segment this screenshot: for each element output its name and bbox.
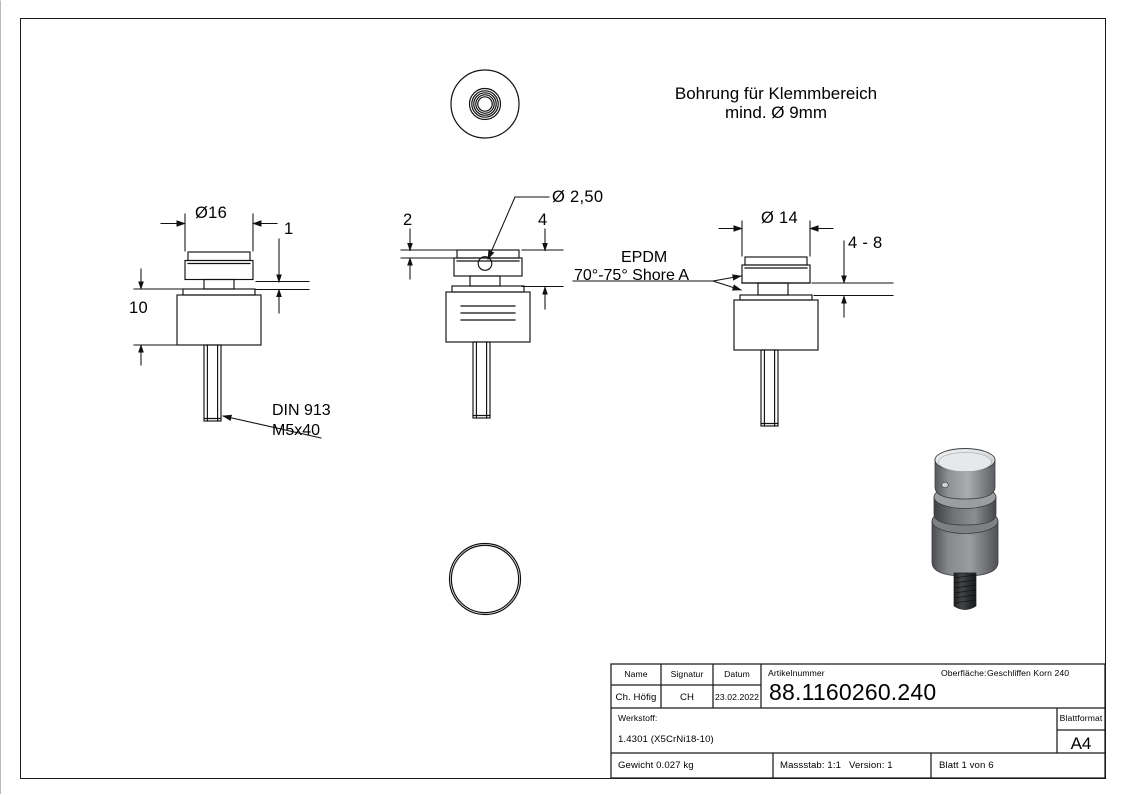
- note-epdm-line1: EPDM: [621, 249, 668, 266]
- tb-value-gewicht: Gewicht 0.027 kg: [618, 760, 694, 771]
- dim-label-4: 4: [538, 211, 548, 229]
- dim-label-diameter-14: Ø 14: [761, 209, 798, 227]
- tb-value-version: Version: 1: [849, 760, 893, 771]
- tb-value-name: Ch. Höfig: [615, 692, 657, 703]
- tb-value-blatt: Blatt 1 von 6: [939, 760, 994, 771]
- dim-label-2: 2: [403, 211, 413, 229]
- tb-value-artikelnummer: 88.1160260.240: [769, 679, 937, 705]
- tb-header-name: Name: [624, 669, 648, 679]
- dim-label-height-10: 10: [129, 299, 148, 317]
- note-bohrung-line2: mind. Ø 9mm: [724, 103, 828, 122]
- dim-label-gap-1: 1: [284, 220, 294, 238]
- dim-label-diameter-16: Ø16: [195, 204, 228, 222]
- tb-header-artikelnummer: Artikelnummer: [768, 668, 825, 678]
- tb-value-datum: 23.02.2022: [714, 692, 759, 702]
- tb-value-blattformat: A4: [1070, 734, 1092, 753]
- drawing-frame: [20, 18, 1106, 779]
- tb-header-blattformat: Blattformat: [1059, 713, 1103, 723]
- note-epdm-line2: 70°-75° Shore A: [574, 267, 690, 284]
- tb-header-werkstoff: Werkstoff:: [618, 713, 658, 723]
- dim-label-hole-250: Ø 2,50: [552, 188, 604, 206]
- tb-value-massstab: Massstab: 1:1: [780, 760, 842, 771]
- tb-header-signatur: Signatur: [670, 669, 704, 679]
- note-bohrung-line1: Bohrung für Klemmbereich: [674, 84, 878, 103]
- note-din913-line1: DIN 913: [272, 402, 331, 419]
- tb-header-datum: Datum: [724, 669, 750, 679]
- tb-header-oberflaeche: Oberfläche:: [941, 668, 987, 678]
- dim-label-range-4-8: 4 - 8: [848, 234, 883, 252]
- note-din913-line2: M5x40: [272, 422, 321, 439]
- tb-value-werkstoff: 1.4301 (X5CrNi18-10): [618, 734, 714, 745]
- tb-value-oberflaeche: Geschliffen Korn 240: [987, 668, 1070, 678]
- tb-value-signatur: CH: [679, 692, 695, 703]
